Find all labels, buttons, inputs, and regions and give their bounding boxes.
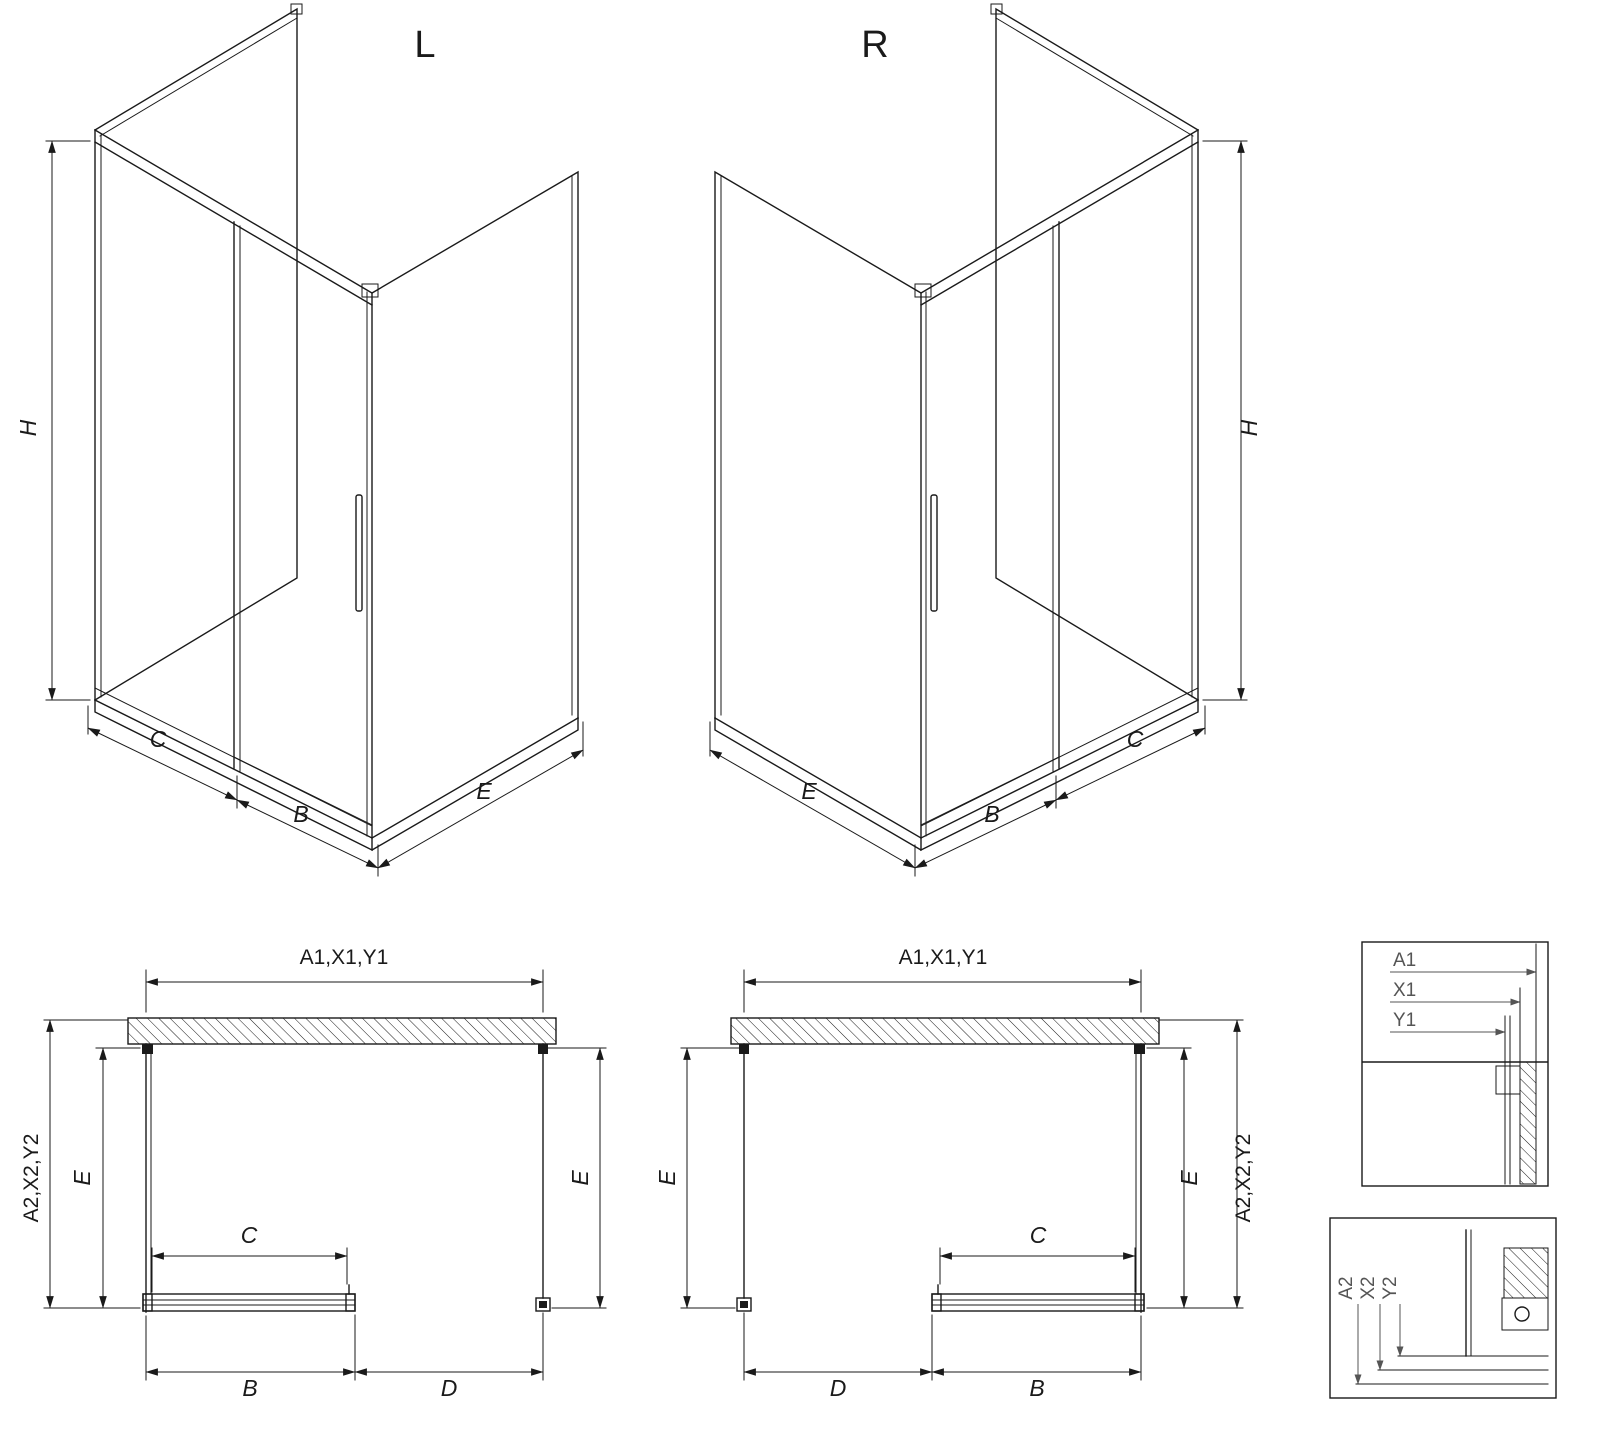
detail-top-mounting-profile [1495, 1065, 1521, 1095]
dim-label-b-left-plan: B [242, 1375, 257, 1401]
plan-left-view: A1,X1,Y1 A2,X2,Y2 E E C B D [20, 946, 606, 1401]
detail-bottom-wall-section [1503, 1247, 1549, 1299]
iso-left-geometry [94, 3, 579, 851]
dim-label-a2x2y2-right-plan: A2,X2,Y2 [1232, 1134, 1255, 1223]
wall-hatch-left-plan [128, 1018, 556, 1044]
detail-bottom-roller [1514, 1306, 1530, 1322]
detail-top-frame [1361, 941, 1549, 1187]
iso-right-title: R [861, 24, 888, 66]
dim-label-c-left-plan: C [241, 1222, 258, 1248]
dim-label-h-right-iso: H [1236, 419, 1262, 436]
iso-left-title: L [414, 24, 435, 66]
dim-label-d-right-plan: D [830, 1375, 847, 1401]
iso-left-view: L H C B E [15, 3, 583, 876]
dim-label-e-inner-left-plan: E [69, 1170, 95, 1186]
detail-label-y1: Y1 [1393, 1010, 1416, 1031]
detail-bottom-view: A2 X2 Y2 [1329, 1217, 1557, 1399]
dim-label-b-left-iso: B [293, 801, 308, 827]
iso-right-view: R H C B E [710, 3, 1262, 876]
detail-top-wall-section [1519, 1061, 1537, 1185]
iso-right-geometry [714, 3, 1199, 851]
dim-label-h-left-iso: H [15, 419, 41, 436]
dim-label-e-right-left-plan: E [567, 1170, 593, 1186]
dim-label-c-right-plan: C [1030, 1222, 1047, 1248]
detail-label-a1: A1 [1393, 950, 1416, 971]
dim-label-a1x1y1-left-plan: A1,X1,Y1 [300, 946, 389, 969]
dim-label-b-right-plan: B [1029, 1375, 1044, 1401]
wall-hatch-right-plan [731, 1018, 1159, 1044]
dim-label-c-right-iso: C [1127, 726, 1144, 752]
iso-left-dimension-lines [46, 141, 583, 876]
detail-bottom-rail-profile [1501, 1297, 1549, 1331]
dim-label-a2x2y2-left-plan: A2,X2,Y2 [20, 1134, 43, 1223]
dim-label-c-left-iso: C [150, 726, 167, 752]
detail-label-a2: A2 [1336, 1276, 1357, 1299]
detail-top-view: A1 X1 Y1 [1361, 941, 1549, 1187]
dim-label-e-inner-right-plan: E [1176, 1170, 1202, 1186]
detail-label-x1: X1 [1393, 980, 1416, 1001]
dim-label-d-left-plan: D [441, 1375, 458, 1401]
dim-label-e-right-iso: E [801, 778, 817, 804]
detail-label-y2: Y2 [1380, 1276, 1401, 1299]
dim-label-b-right-iso: B [984, 801, 999, 827]
detail-label-x2: X2 [1358, 1276, 1379, 1299]
detail-bottom-frame [1329, 1217, 1557, 1399]
iso-right-dimension-lines [710, 141, 1247, 876]
dim-label-e-left-iso: E [476, 778, 492, 804]
dim-label-a1x1y1-right-plan: A1,X1,Y1 [899, 946, 988, 969]
dim-label-e-left-right-plan: E [654, 1170, 680, 1186]
plan-right-view: A1,X1,Y1 E E A2,X2,Y2 C D B [654, 946, 1255, 1401]
